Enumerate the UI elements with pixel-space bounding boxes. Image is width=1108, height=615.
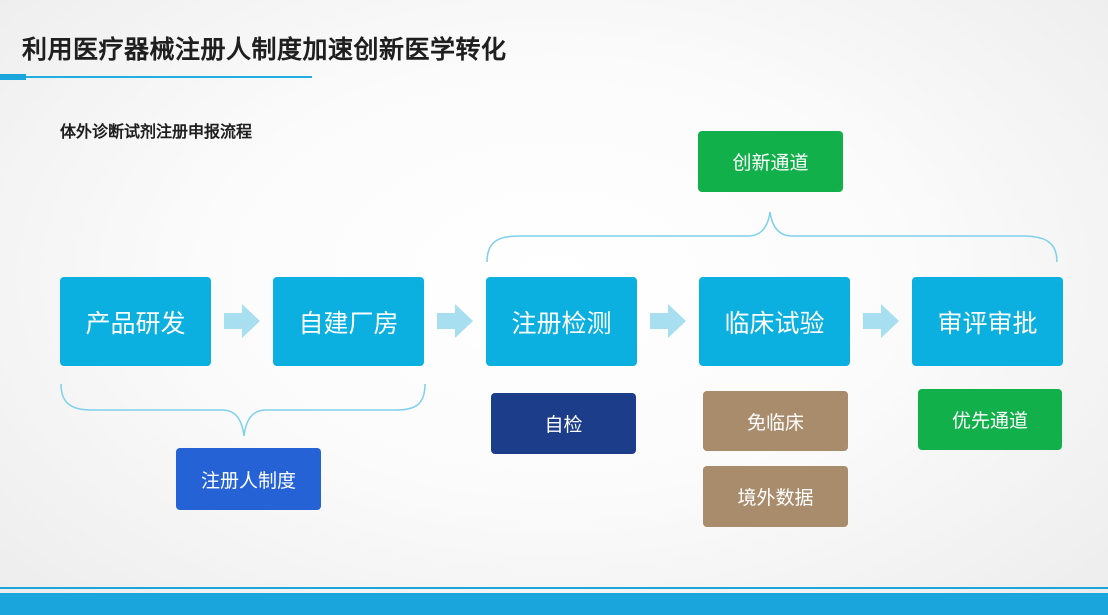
brace-bottom-registrant — [60, 383, 426, 437]
self-test-tag: 自检 — [491, 393, 636, 454]
registrant-system-tag: 注册人制度 — [176, 448, 321, 510]
title-underline-accent — [0, 74, 26, 80]
title-underline — [0, 76, 312, 78]
step-self-built-plant: 自建厂房 — [273, 277, 424, 366]
flow-arrow-icon — [863, 304, 899, 338]
priority-channel-tag: 优先通道 — [918, 389, 1062, 450]
overseas-data-tag: 境外数据 — [703, 466, 848, 527]
flow-arrow-icon — [224, 304, 260, 338]
innovation-channel-tag: 创新通道 — [698, 131, 843, 192]
footer-divider — [0, 587, 1108, 589]
flow-arrow-icon — [437, 304, 473, 338]
clinical-exempt-tag: 免临床 — [703, 391, 848, 451]
step-product-rd: 产品研发 — [60, 277, 211, 366]
brace-top-innovation — [486, 211, 1058, 263]
diagram-subtitle: 体外诊断试剂注册申报流程 — [60, 122, 253, 141]
step-review-approval: 审评审批 — [912, 277, 1063, 366]
step-registration-testing: 注册检测 — [486, 277, 637, 366]
step-clinical-trial: 临床试验 — [699, 277, 850, 366]
footer-band — [0, 593, 1108, 615]
flow-arrow-icon — [650, 304, 686, 338]
slide-title: 利用医疗器械注册人制度加速创新医学转化 — [22, 35, 507, 64]
